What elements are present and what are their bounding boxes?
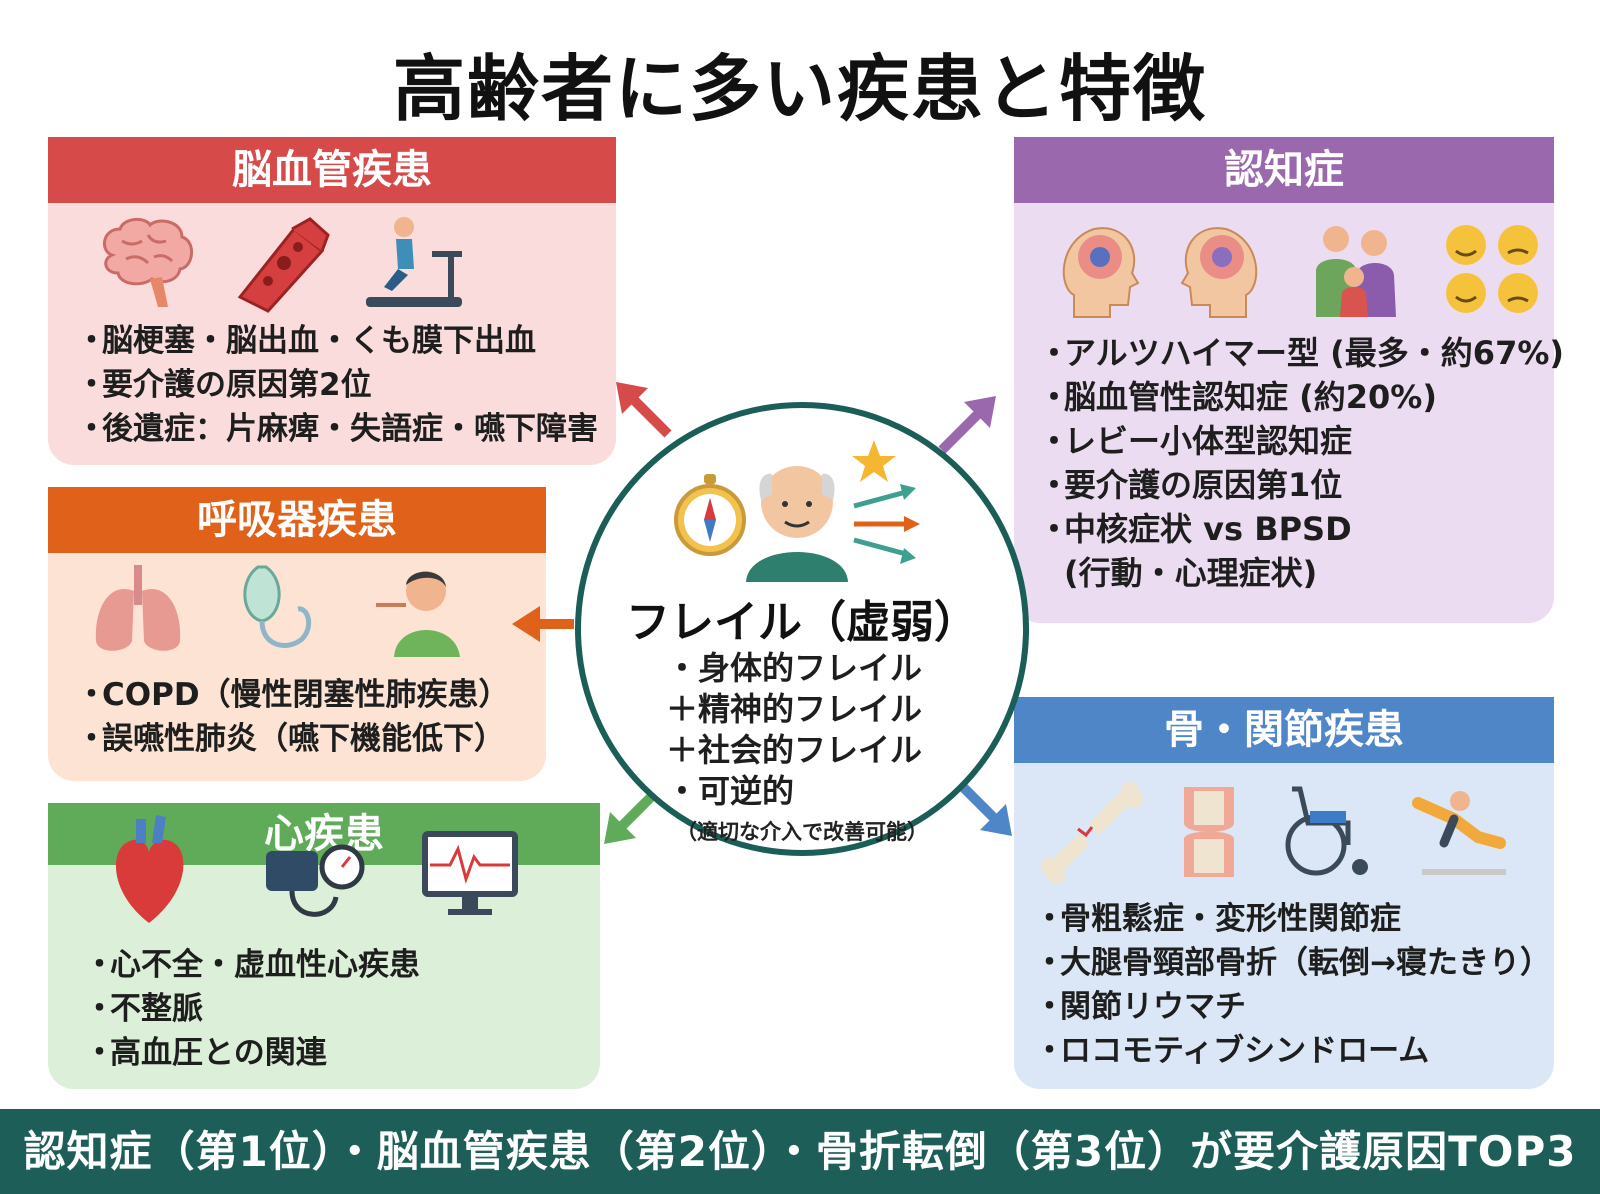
list-item: ・後遺症：片麻痺・失語症・嚥下障害 [76,411,598,447]
list-item: ・大腿骨頸部骨折（転倒→寝たきり） [1034,945,1551,981]
arrow-to-cerebrovascular [616,382,672,438]
wheelchair-icon [1285,786,1368,876]
list-item: ・レビー小体型認知症 [1038,422,1353,460]
emotion-faces-icon [1446,225,1538,313]
heart-card: 心疾患 ・心不全・虚血性心疾患 ・不整脈 ・高血圧との関連 [48,803,600,1089]
brain-icon [103,218,193,307]
cerebrovascular-heading: 脳血管疾患 [48,137,616,203]
blood-pressure-monitor-icon [266,844,365,917]
list-item: ・要介護の原因第2位 [76,367,372,403]
bone-fracture-icon [1041,782,1143,884]
frailty-note: （適切な介入で改善可能） [676,820,928,844]
respiratory-card: 呼吸器疾患 ・COPD（慢性閉塞性肺疾患） ・誤嚥性肺炎（嚥下機能低下） [48,487,546,781]
dementia-card: 認知症 ・アルツハイマー型 (最多・約67%) ・脳血管性認知症 (約20%) … [1014,137,1564,623]
list-item: ・誤嚥性肺炎（嚥下機能低下） [76,721,505,757]
lungs-icon [95,565,181,651]
dementia-heading: 認知症 [1014,137,1554,203]
list-item: ＋精神的フレイル [666,690,923,728]
list-item: ・COPD（慢性閉塞性肺疾患） [76,677,510,713]
list-item: ・アルツハイマー型 (最多・約67%) [1038,334,1565,372]
family-icon [1316,226,1396,317]
arrow-to-heart [604,788,660,844]
frailty-list: ・身体的フレイル ＋精神的フレイル ＋社会的フレイル ・可逆的 [666,648,922,812]
list-item: ・中核症状 vs BPSD [1038,510,1352,548]
list-item: ＋社会的フレイル [666,731,923,769]
frailty-title: フレイル（虚弱） [626,597,978,648]
respiratory-heading: 呼吸器疾患 [48,487,546,553]
page-title: 高齢者に多い疾患と特徴 [392,47,1207,131]
elderly-man-icon [746,466,848,582]
list-item: ・可逆的 [666,772,795,810]
head-gear-icon [1062,227,1140,318]
compass-icon [674,474,746,556]
knee-joint-icon [1184,787,1234,877]
list-item: ・骨粗鬆症・変形性関節症 [1034,901,1401,937]
heart-icon [115,815,184,923]
falling-person-icon [1412,791,1506,875]
list-item: ・関節リウマチ [1034,989,1246,1025]
arrow-to-respiratory [512,606,574,642]
arrow-to-dementia [938,396,996,454]
footer-banner: 認知症（第1位）・脳血管疾患（第2位）・骨折転倒（第3位）が要介護原因TOP3 [0,1109,1600,1194]
list-item: ・高血圧との関連 [84,1035,327,1071]
patient-eating-icon [376,571,460,657]
list-item: ・身体的フレイル [666,649,923,687]
star-arrows-icon [852,440,920,564]
list-item: ・ロコモティブシンドローム [1034,1033,1430,1069]
ecg-monitor-icon [422,831,518,915]
list-item: (行動・心理症状) [1064,554,1318,592]
list-item: ・脳血管性認知症 (約20%) [1038,378,1437,416]
cerebrovascular-card: 脳血管疾患 ・脳梗塞・脳出血・くも膜下出血 ・要介護の原因第2位 ・後遺症：片麻… [48,137,616,465]
blood-vessel-icon [237,217,330,313]
bone-joint-heading: 骨・関節疾患 [1014,697,1554,763]
list-item: ・心不全・虚血性心疾患 [84,947,420,983]
bone-joint-card: 骨・関節疾患 ・骨粗鬆症・変形性関節症 ・大腿骨頸部骨折（転倒→寝たきり） [1014,697,1554,1089]
oxygen-mask-icon [243,565,312,648]
rehabilitation-icon [366,217,462,307]
head-gear-icon [1180,227,1258,318]
list-item: ・不整脈 [84,991,203,1027]
list-item: ・要介護の原因第1位 [1038,466,1343,504]
list-item: ・脳梗塞・脳出血・くも膜下出血 [76,323,536,359]
